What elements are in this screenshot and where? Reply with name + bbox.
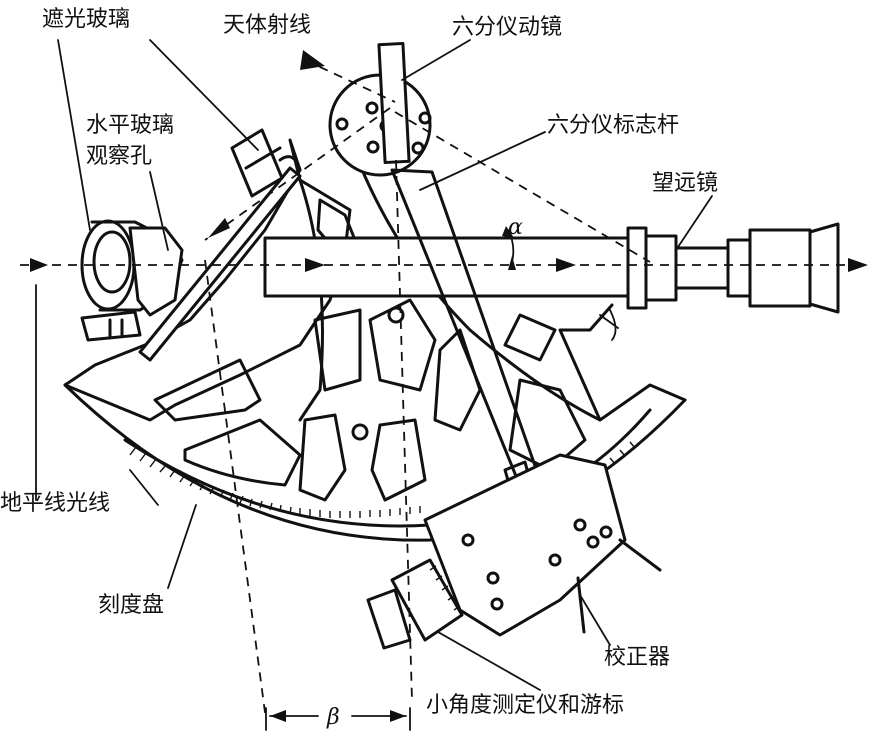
label-celestial-ray: 天体射线	[223, 13, 311, 38]
text-labels: 遮光玻璃 天体射线 六分仪动镜 水平玻璃 观察孔 六分仪标志杆 望远镜 α 地平…	[0, 7, 718, 718]
telescope	[263, 222, 840, 341]
label-horizon-glass-line2: 观察孔	[86, 144, 152, 169]
label-index-mirror: 六分仪动镜	[452, 15, 562, 40]
label-micrometer-vernier: 小角度测定仪和游标	[426, 693, 624, 718]
micrometer-drum	[366, 558, 464, 650]
sextant-frame	[63, 138, 687, 542]
leader-lines	[57, 39, 713, 691]
label-graduated-arc: 刻度盘	[98, 593, 164, 618]
light-rays	[20, 50, 868, 721]
label-telescope: 望远镜	[652, 171, 718, 196]
label-horizon-glass-line1: 水平玻璃	[86, 113, 174, 138]
label-adjuster: 校正器	[604, 645, 670, 670]
label-index-arm: 六分仪标志杆	[547, 113, 679, 138]
label-horizon-ray: 地平线光线	[0, 491, 110, 516]
alpha-symbol: α	[508, 215, 523, 240]
label-shade-glass: 遮光玻璃	[42, 7, 130, 32]
beta-dimension: β	[265, 705, 411, 731]
horizon-glass	[138, 155, 302, 362]
beta-symbol: β	[326, 705, 340, 730]
adjuster	[423, 453, 662, 637]
index-mirror	[328, 41, 432, 177]
shade-glass	[230, 128, 284, 198]
